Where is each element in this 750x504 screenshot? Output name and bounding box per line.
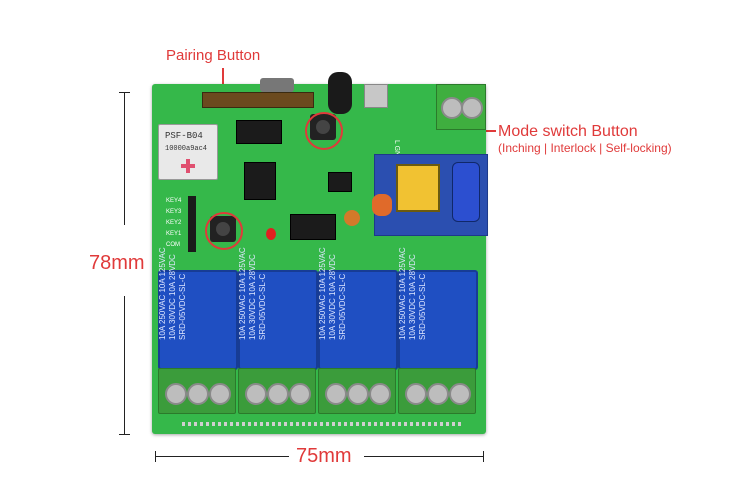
wifi-module-label: PSF-B04 <box>165 131 203 141</box>
mode-switch-label: Mode switch Button <box>498 123 638 140</box>
width-dimension-line-right <box>364 456 484 457</box>
wifi-module-id: 10000a9ac4 <box>165 145 208 153</box>
antenna-cable <box>328 72 352 114</box>
relay-board: PSF-B04 10000a9ac4 KEY4 KEY3 KEY2 KEY1 <box>152 72 488 434</box>
relay-4-label: 10A 250VAC 10A 125VAC 10A 30VDC 10A 28VD… <box>398 247 427 340</box>
relay-4: 10A 250VAC 10A 125VAC 10A 30VDC 10A 28VD… <box>398 247 478 370</box>
width-dimension-line-left <box>155 456 289 457</box>
relay-2-label: 10A 250VAC 10A 125VAC 10A 30VDC 10A 28VD… <box>238 247 267 340</box>
header-labels: KEY4 KEY3 KEY2 KEY1 COM <box>166 196 181 251</box>
header-label-key2: KEY2 <box>166 220 182 226</box>
terminal-block-3 <box>318 368 396 414</box>
height-dimension-line-top <box>124 92 125 225</box>
usb-port <box>364 84 388 108</box>
height-dimension-tick-bottom <box>119 434 130 435</box>
height-dimension-tick-top <box>119 92 130 93</box>
header-label-key4: KEY4 <box>166 198 182 204</box>
relay-1-label: 10A 250VAC 10A 125VAC 10A 30VDC 10A 28VD… <box>158 247 187 340</box>
sma-connector <box>260 78 294 92</box>
ic-chip-1 <box>236 120 282 144</box>
terminal-block-2 <box>238 368 316 414</box>
terminal-block-1 <box>158 368 236 414</box>
width-dimension-tick-right <box>483 451 484 462</box>
ic-chip-3 <box>290 214 336 240</box>
relay-1: 10A 250VAC 10A 125VAC 10A 30VDC 10A 28VD… <box>158 247 238 370</box>
header-pins <box>188 196 196 252</box>
capacitor-small <box>344 210 360 226</box>
relay-2: 10A 250VAC 10A 125VAC 10A 30VDC 10A 28VD… <box>238 247 318 370</box>
regulator <box>328 172 352 192</box>
width-dimension-tick-left <box>155 451 156 462</box>
wifi-module-cross-icon <box>181 159 195 173</box>
terminal-block-4 <box>398 368 476 414</box>
ic-chip-2 <box>244 162 276 200</box>
bottom-pads <box>182 422 462 426</box>
capacitor-mid <box>372 194 392 216</box>
wifi-module: PSF-B04 10000a9ac4 <box>158 124 218 180</box>
header-label-key1: KEY1 <box>166 231 182 237</box>
top-connector <box>202 92 314 108</box>
mode-switch-highlight <box>305 112 343 150</box>
relay-3: 10A 250VAC 10A 125VAC 10A 30VDC 10A 28VD… <box>318 247 398 370</box>
transformer <box>396 164 440 212</box>
height-dimension-label: 78mm <box>89 252 145 274</box>
relay-3-label: 10A 250VAC 10A 125VAC 10A 30VDC 10A 28VD… <box>318 247 347 340</box>
width-dimension-label: 75mm <box>296 445 352 467</box>
pairing-button-label: Pairing Button <box>166 47 261 64</box>
header-label-com: COM <box>166 242 180 248</box>
header-label-key3: KEY3 <box>166 209 182 215</box>
pairing-button-highlight <box>205 212 243 250</box>
capacitor-large <box>452 162 480 222</box>
status-led <box>266 228 276 240</box>
mode-switch-sublabel: (Inching | Interlock | Self-locking) <box>498 141 672 155</box>
power-terminal <box>436 84 486 130</box>
height-dimension-line-bottom <box>124 296 125 434</box>
